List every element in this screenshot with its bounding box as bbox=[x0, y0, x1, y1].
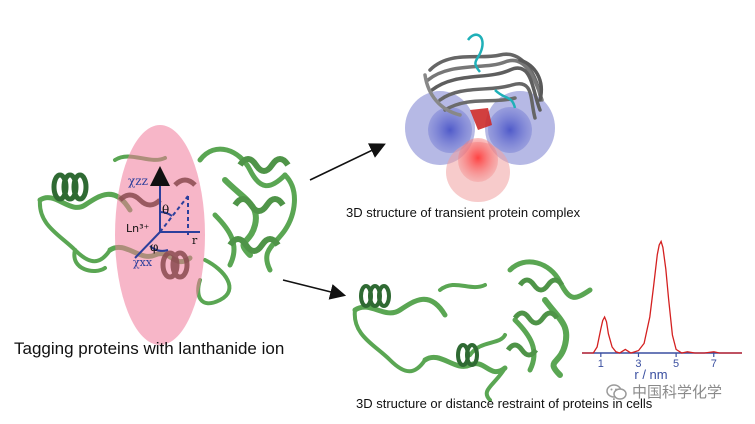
ensemble-bundle bbox=[423, 52, 544, 120]
left-helix-coil bbox=[51, 172, 89, 202]
left-caption: Tagging proteins with lanthanide ion bbox=[14, 339, 285, 358]
binding-site bbox=[470, 108, 492, 130]
arrow-to-complex bbox=[309, 143, 386, 181]
distance-distribution-line bbox=[582, 239, 742, 354]
lanthanide-label: Ln³⁺ bbox=[126, 222, 150, 235]
isosurface-right-inner bbox=[488, 107, 532, 153]
tag-helices bbox=[118, 177, 197, 280]
ligand-ribbon bbox=[466, 33, 517, 109]
isosurface-bottom-inner bbox=[458, 138, 498, 182]
transient-complex-illustration bbox=[405, 33, 555, 202]
x-tick-label-1: 1 bbox=[598, 358, 604, 370]
x-tick-label-5: 5 bbox=[673, 358, 679, 370]
wechat-icon bbox=[606, 383, 627, 400]
x-tick-label-3: 3 bbox=[635, 358, 641, 370]
arrow-to-cells bbox=[282, 279, 347, 300]
x-tick-marks bbox=[600, 353, 715, 357]
r-label: r bbox=[192, 234, 198, 247]
isosurface-left-inner bbox=[428, 107, 472, 153]
x-axis-label: r / nm bbox=[634, 367, 667, 382]
bottom-caption: 3D structure or distance restraint of pr… bbox=[356, 396, 653, 411]
top-caption: 3D structure of transient protein comple… bbox=[346, 205, 581, 220]
watermark: 中国科学化学 bbox=[606, 381, 722, 402]
chi-xx-label: χxx bbox=[133, 256, 153, 269]
theta-label: θ bbox=[162, 203, 169, 217]
cell-protein-ribbon bbox=[352, 259, 593, 402]
distance-distribution-chart: 1 3 5 7 r / nm bbox=[582, 239, 742, 382]
x-tick-labels: 1 3 5 7 bbox=[598, 358, 717, 370]
x-tick-label-7: 7 bbox=[711, 358, 717, 370]
right-helix-bundle bbox=[227, 156, 291, 254]
cell-helix-bundle bbox=[505, 277, 565, 358]
phi-label: φ bbox=[150, 240, 158, 254]
tensor-axes bbox=[134, 166, 200, 259]
cell-helix-coil bbox=[359, 284, 479, 367]
tagged-protein-illustration: χzz χxx Ln³⁺ θ φ r bbox=[37, 125, 297, 345]
watermark-text: 中国科学化学 bbox=[632, 383, 723, 401]
chi-zz-label: χzz bbox=[128, 174, 148, 188]
